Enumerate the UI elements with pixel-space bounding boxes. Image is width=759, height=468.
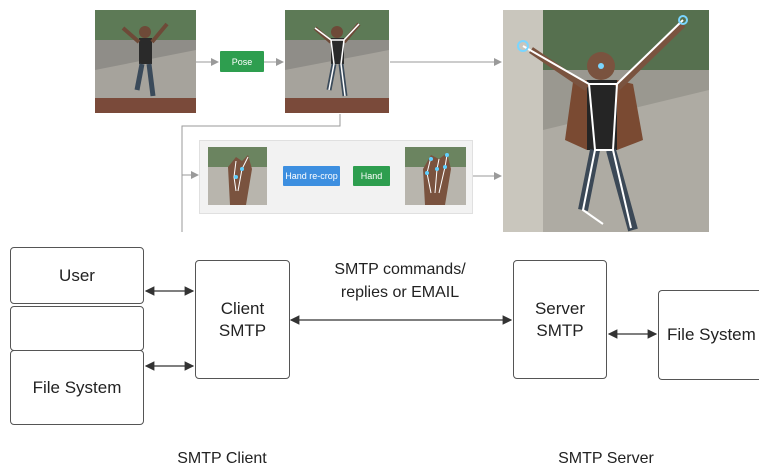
pose-output-photo	[285, 10, 389, 113]
server-label-line2: SMTP	[536, 320, 584, 340]
hand-input-photo	[208, 147, 267, 205]
pose-input-photo	[95, 10, 196, 113]
client-label-line2: SMTP	[218, 320, 267, 340]
smtp-commands-line1: SMTP commands/	[334, 261, 466, 278]
hand-tag: Hand	[353, 166, 390, 186]
client-label-line1: Client	[220, 298, 265, 318]
server-label-line1: Server	[534, 298, 586, 318]
hand-recrop-tag: Hand re-crop	[283, 166, 340, 186]
user-box: User	[10, 247, 144, 304]
pose-result-large-photo	[503, 10, 709, 232]
smtp-server-caption: SMTP Server	[558, 450, 654, 467]
empty-box	[10, 306, 144, 351]
smtp-commands-label: SMTP commands/ replies or EMAIL	[300, 258, 500, 304]
pose-tag: Pose	[220, 51, 264, 72]
client-smtp-box: Client SMTP	[195, 260, 290, 379]
smtp-client-caption: SMTP Client	[177, 450, 267, 467]
file-system-right-label: File System	[667, 325, 756, 344]
file-system-left-box: File System	[10, 350, 144, 425]
file-system-left-label: File System	[32, 377, 122, 397]
hand-output-photo	[405, 147, 466, 205]
user-label: User	[59, 265, 95, 285]
smtp-commands-line2: replies or EMAIL	[340, 284, 460, 301]
server-smtp-box: Server SMTP	[513, 260, 607, 379]
connector-photo2-to-hand-row	[181, 114, 341, 179]
file-system-right-box: File System	[658, 290, 759, 380]
